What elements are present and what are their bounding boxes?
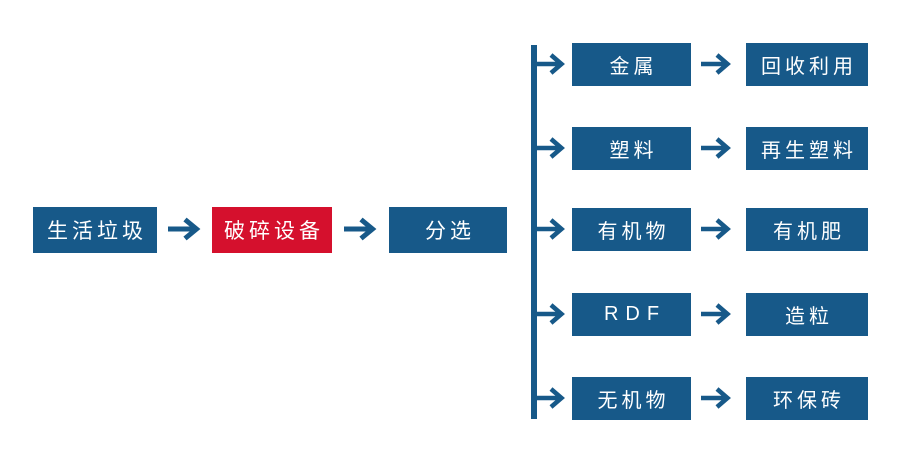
branch-connector-line <box>531 45 537 419</box>
arrow-right-icon <box>535 303 565 325</box>
arrow-right-icon <box>701 218 731 240</box>
arrow-right-icon <box>535 53 565 75</box>
material-metal-node: 金属 <box>572 43 691 86</box>
arrow-right-icon <box>535 387 565 409</box>
arrow-right-icon <box>535 218 565 240</box>
arrow-right-icon <box>701 303 731 325</box>
output-recycled-plastic-node: 再生塑料 <box>746 127 868 170</box>
household-waste-node: 生活垃圾 <box>33 207 157 253</box>
output-granulation-node: 造粒 <box>746 293 868 336</box>
arrow-right-icon <box>535 137 565 159</box>
arrow-right-icon <box>701 53 731 75</box>
crushing-equipment-node: 破碎设备 <box>212 207 332 253</box>
output-eco-brick-node: 环保砖 <box>746 377 868 420</box>
material-rdf-node: RDF <box>572 293 691 336</box>
arrow-right-icon <box>168 217 201 241</box>
arrow-right-icon <box>701 137 731 159</box>
arrow-right-icon <box>344 217 377 241</box>
arrow-right-icon <box>701 387 731 409</box>
material-inorganic-node: 无机物 <box>572 377 691 420</box>
material-plastic-node: 塑料 <box>572 127 691 170</box>
sorting-node: 分选 <box>389 207 507 253</box>
material-organic-node: 有机物 <box>572 208 691 251</box>
output-recycling-node: 回收利用 <box>746 43 868 86</box>
output-organic-fertilizer-node: 有机肥 <box>746 208 868 251</box>
